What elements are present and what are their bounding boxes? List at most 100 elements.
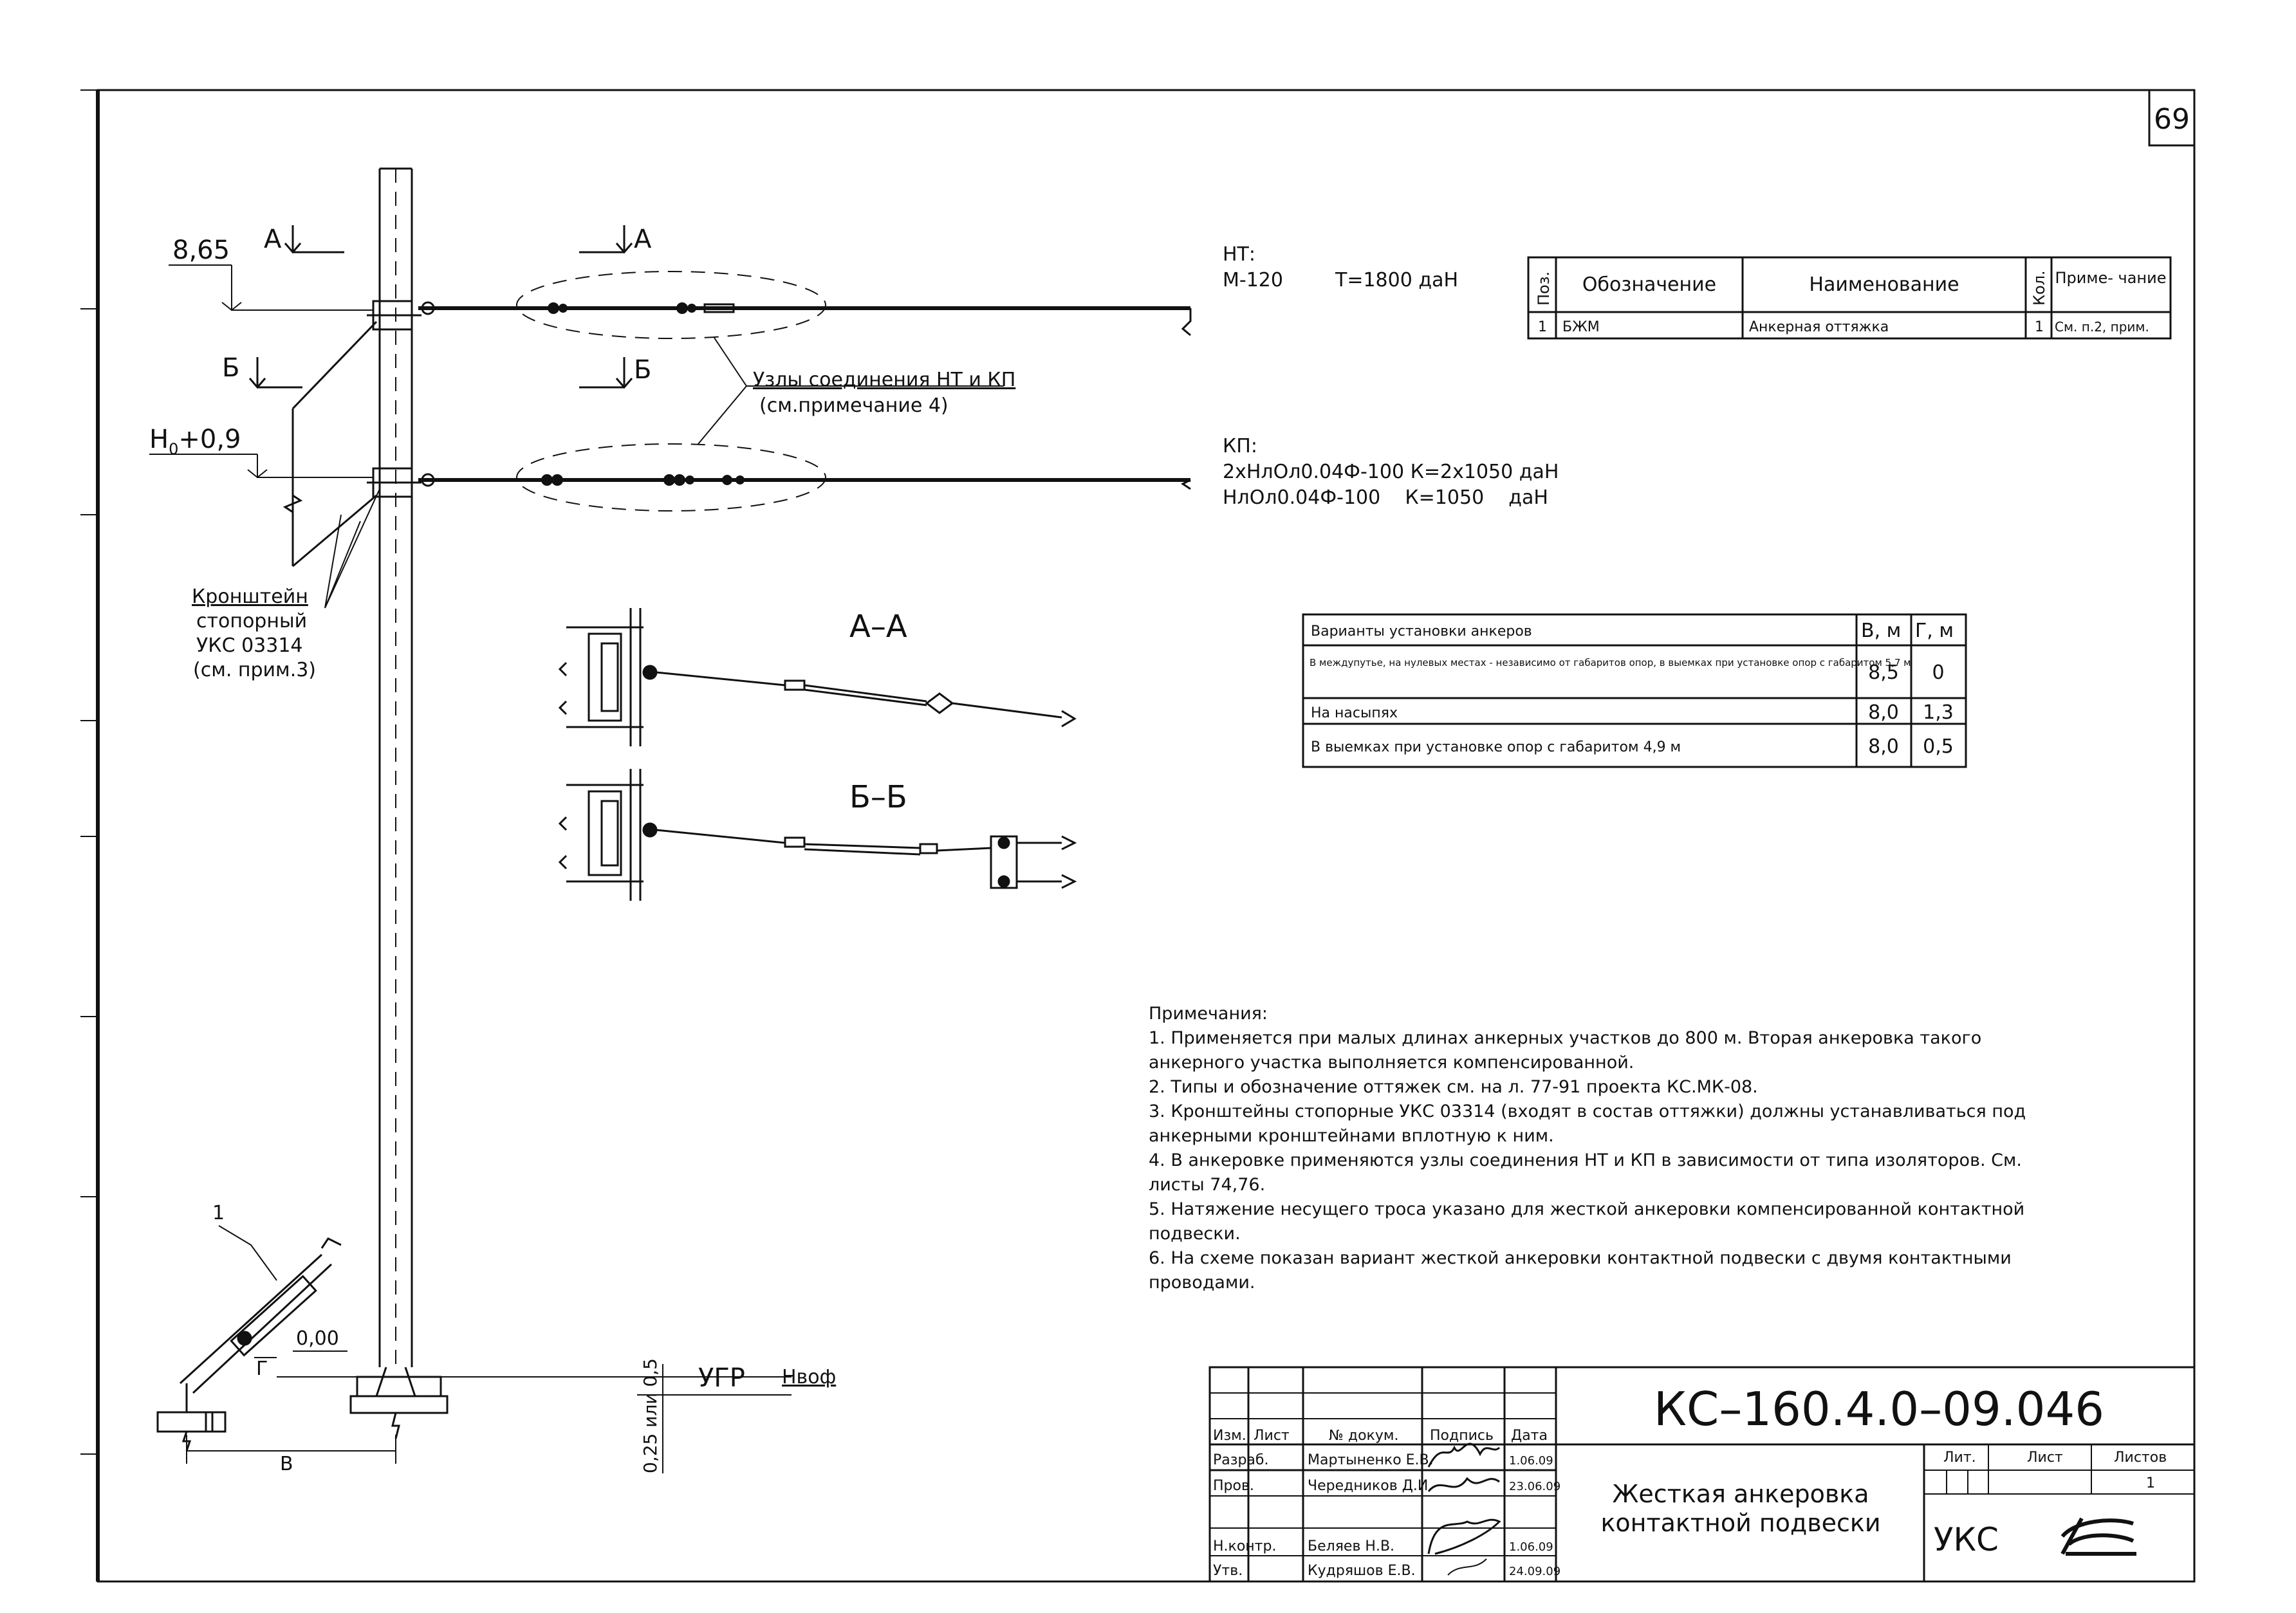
sheet-number-box	[2148, 89, 2196, 147]
ugr-label: УГР	[698, 1363, 745, 1393]
section-b-left-label: Б	[222, 353, 239, 383]
note-line-5: анкерными кронштейнами вплотную к ним.	[1149, 1126, 1554, 1146]
role-razrab: Разраб.	[1213, 1452, 1268, 1468]
spec-header-name: Наименование	[1809, 273, 1959, 296]
date-razrab: 1.06.09	[1509, 1454, 1553, 1468]
anchor-row2-g: 1,3	[1923, 701, 1954, 724]
col-header-docnum: № докум.	[1329, 1428, 1398, 1444]
bracket-callout-line2: стопорный	[196, 610, 307, 632]
nvof-label: Нвоф	[782, 1366, 836, 1388]
title-block: КС–160.4.0–09.046 Жесткая анкеровка конт…	[1208, 1366, 2196, 1583]
bracket-callout-line4: (см. прим.3)	[193, 659, 316, 681]
section-aa-title: А–А	[849, 609, 907, 645]
date-utv: 24.09.09	[1509, 1565, 1560, 1578]
bracket-callout-line1: Кронштейн	[192, 585, 308, 608]
section-a-right-marker	[579, 225, 633, 254]
kp-line-1: 2хНлОл0.04Ф-100 К=2х1050 даН	[1223, 461, 1559, 483]
anchor-row1-g: 0	[1932, 661, 1944, 684]
anchor-bracket-bottom	[367, 467, 421, 498]
position-one-label: 1	[212, 1202, 225, 1224]
signature-razrab	[1427, 1442, 1501, 1468]
spec-table: Поз. Обозначение Наименование Кол. Приме…	[1527, 256, 2172, 340]
section-a-left-marker	[284, 225, 344, 254]
ht-title: НТ:	[1223, 243, 1255, 266]
note-line-11: проводами.	[1149, 1273, 1255, 1293]
spec-header-designation: Обозначение	[1582, 273, 1716, 296]
spec-cell-note: См. п.2, прим.	[2055, 319, 2149, 335]
spec-cell-name: Анкерная оттяжка	[1749, 319, 1889, 335]
anchor-row2-v: 8,0	[1868, 701, 1899, 724]
section-b-right-label: Б	[634, 355, 651, 385]
role-prov: Пров.	[1213, 1478, 1254, 1494]
sheet-number: 69	[2154, 103, 2190, 136]
col-header-izm: Изм.	[1213, 1428, 1246, 1444]
elevation-mid-label: Н0+0,9	[149, 425, 241, 458]
spec-cell-pos: 1	[1538, 319, 1547, 335]
notes-block: Примечания: 1. Применяется при малых дли…	[1149, 1004, 2026, 1293]
notes-title: Примечания:	[1149, 1004, 1268, 1024]
doc-title-line1: Жесткая анкеровка	[1613, 1480, 1869, 1508]
anchor-row1-v: 8,5	[1868, 661, 1899, 684]
col-header-sign: Подпись	[1430, 1428, 1494, 1444]
pole	[378, 167, 413, 1367]
section-a-left-label: А	[264, 225, 282, 254]
spec-cell-designation: БЖМ	[1562, 319, 1600, 335]
note-line-7: листы 74,76.	[1149, 1175, 1265, 1195]
anchor-header-variant: Варианты установки анкеров	[1311, 623, 1532, 640]
section-bb-drawing	[558, 769, 1077, 901]
note-line-4: 3. Кронштейны стопорные УКС 03314 (входя…	[1149, 1101, 2026, 1121]
messenger-wire	[418, 271, 1192, 339]
anchor-row3-v: 8,0	[1868, 735, 1899, 758]
frame-ticks	[80, 89, 98, 1455]
nodes-callout-line2: (см.примечание 4)	[759, 394, 949, 417]
sheet-label: Лист	[2027, 1450, 2063, 1466]
section-aa-drawing	[558, 608, 1077, 746]
name-nkontr: Беляев Н.В.	[1308, 1538, 1394, 1554]
anchor-guy-detail	[156, 1237, 342, 1452]
role-utv: Утв.	[1213, 1563, 1243, 1579]
bracket-callout-line3: УКС 03314	[196, 634, 303, 657]
name-razrab: Мартыненко Е.В.	[1308, 1452, 1434, 1468]
elevation-top-arrow	[221, 265, 373, 311]
dim-v-label: В	[280, 1453, 293, 1475]
anchor-row2-text: На насыпях	[1311, 705, 1398, 721]
note-line-10: 6. На схеме показан вариант жесткой анке…	[1149, 1248, 2012, 1268]
position-one-leader	[218, 1225, 277, 1281]
sheets-label: Листов	[2114, 1450, 2167, 1466]
date-prov: 23.06.09	[1509, 1480, 1560, 1493]
nodes-callout-line1: Узлы соединения НТ и КП	[753, 369, 1015, 391]
anchor-row1-text: В междупутье, на нулевых местах - незави…	[1310, 657, 1911, 668]
sheets-value: 1	[2146, 1475, 2155, 1491]
signature-nkontr	[1427, 1518, 1501, 1555]
ht-wire-type: М-120	[1223, 269, 1283, 291]
doc-title-line2: контактной подвески	[1600, 1509, 1880, 1537]
anchor-header-v: В, м	[1861, 620, 1901, 642]
depth-label: 0,25 или 0,5	[640, 1358, 661, 1473]
role-nkontr: Н.контр.	[1213, 1538, 1276, 1554]
anchor-variants-table: Варианты установки анкеров В, м Г, м В м…	[1302, 613, 1967, 768]
note-line-9: подвески.	[1149, 1224, 1241, 1244]
name-utv: Кудряшов Е.В.	[1308, 1563, 1416, 1579]
spec-header-pos: Поз.	[1535, 272, 1553, 306]
dim-g-label: Г	[256, 1358, 268, 1380]
name-prov: Чередников Д.И.	[1308, 1478, 1432, 1494]
col-header-list: Лист	[1254, 1428, 1290, 1444]
kp-title: КП:	[1223, 435, 1257, 457]
bracket-callout-leaders	[324, 488, 380, 609]
elevation-top-label: 8,65	[172, 235, 230, 265]
note-line-3: 2. Типы и обозначение оттяжек см. на л. …	[1149, 1077, 1758, 1097]
org-logo-icon	[2060, 1517, 2136, 1556]
org-label: УКС	[1934, 1521, 1999, 1558]
spec-header-qty: Кол.	[2030, 270, 2048, 306]
ht-tension: Т=1800 даН	[1335, 269, 1458, 291]
pole-foundation	[349, 1367, 449, 1439]
nodes-callout-leaders	[698, 337, 1004, 445]
section-b-left-marker	[248, 357, 302, 389]
note-line-6: 4. В анкеровке применяются узлы соединен…	[1149, 1150, 2022, 1170]
signature-utv	[1447, 1558, 1487, 1576]
zero-elevation-label: 0,00	[296, 1327, 339, 1350]
note-line-8: 5. Натяжение несущего троса указано для …	[1149, 1199, 2024, 1219]
anchor-bracket-top	[367, 300, 421, 331]
contact-wire	[418, 443, 1191, 512]
